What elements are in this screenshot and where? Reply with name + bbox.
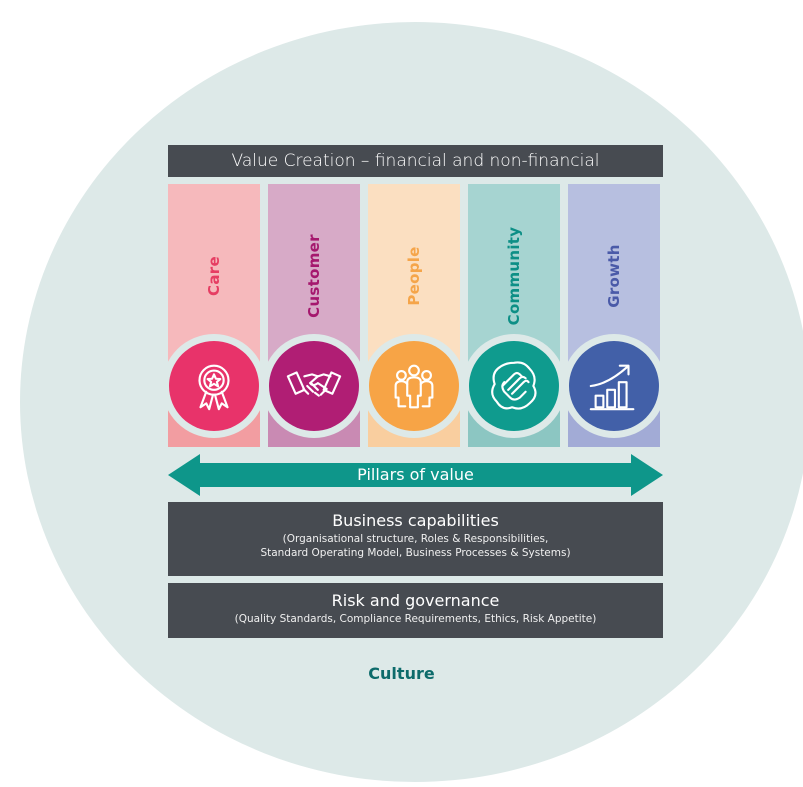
business-capabilities-box: Business capabilities (Organisational st… — [168, 502, 663, 576]
pillars-of-value-label: Pillars of value — [357, 465, 474, 484]
pillar-growth: Growth — [562, 184, 666, 447]
value-creation-title: Value Creation – financial and non-finan… — [231, 151, 600, 171]
culture-label: Culture — [368, 664, 435, 683]
pillar-care-label: Care — [205, 256, 223, 296]
business-capabilities-detail-2: Standard Operating Model, Business Proce… — [260, 547, 571, 559]
growth-chart-icon — [589, 364, 635, 411]
handshake-icon — [286, 371, 342, 397]
pillar-customer-icon-ring — [262, 334, 366, 438]
helping-hands-icon — [491, 361, 537, 410]
pillar-community-label: Community — [505, 226, 523, 326]
pillar-care-icon-disc — [169, 341, 259, 431]
pillar-people-icon-ring — [362, 334, 466, 438]
business-capabilities-detail-1: (Organisational structure, Roles & Respo… — [282, 533, 549, 545]
pillar-community-icon-disc — [469, 341, 559, 431]
business-capabilities-title: Business capabilities — [332, 511, 499, 530]
pillar-customer: Customer — [262, 184, 366, 447]
pillar-people: People — [362, 184, 466, 447]
pillars-of-value-arrow — [168, 454, 663, 496]
people-group-icon — [394, 364, 434, 409]
pillar-care-icon-ring — [162, 334, 266, 438]
pillar-customer-icon-disc — [269, 341, 359, 431]
double-arrow-shape — [168, 454, 663, 496]
pillar-customer-label: Customer — [305, 234, 323, 318]
risk-governance-detail: (Quality Standards, Compliance Requireme… — [234, 613, 597, 625]
pillar-people-label: People — [405, 246, 423, 306]
pillar-care: Care — [162, 184, 266, 447]
risk-governance-title: Risk and governance — [331, 591, 500, 610]
pillar-growth-label: Growth — [605, 244, 623, 308]
pillar-people-icon-disc — [369, 341, 459, 431]
award-ribbon-icon — [198, 364, 230, 411]
pillar-community-icon-ring — [462, 334, 566, 438]
pillar-growth-icon-ring — [562, 334, 666, 438]
pillar-growth-icon-disc — [569, 341, 659, 431]
risk-governance-box: Risk and governance (Quality Standards, … — [168, 583, 663, 638]
pillar-community: Community — [462, 184, 566, 447]
value-creation-header: Value Creation – financial and non-finan… — [168, 145, 663, 177]
